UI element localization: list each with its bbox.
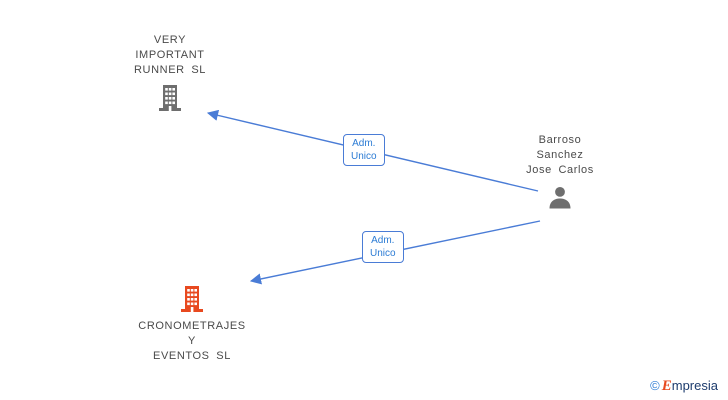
relation-label-adm-unico-1: Adm. Unico xyxy=(343,134,385,166)
brand-rest: mpresia xyxy=(671,378,718,393)
empresia-logo[interactable]: ©Empresia xyxy=(650,378,718,394)
copyright-symbol: © xyxy=(650,378,660,393)
person-icon xyxy=(549,186,571,209)
company-name: VERY IMPORTANT RUNNER SL xyxy=(134,34,206,76)
company-node-cronometrajes-y-eventos-sl[interactable]: CRONOMETRAJES Y EVENTOS SL xyxy=(117,283,267,364)
company-name: CRONOMETRAJES Y EVENTOS SL xyxy=(138,320,246,362)
person-node-barroso-sanchez-jose-carlos[interactable]: Barroso Sanchez Jose Carlos xyxy=(500,133,620,212)
brand-initial: E xyxy=(661,378,672,394)
building-icon xyxy=(159,85,181,111)
building-icon xyxy=(181,286,203,312)
person-name: Barroso Sanchez Jose Carlos xyxy=(526,134,594,176)
relation-label-adm-unico-2: Adm. Unico xyxy=(362,231,404,263)
company-node-very-important-runner-sl[interactable]: VERY IMPORTANT RUNNER SL xyxy=(110,33,230,114)
